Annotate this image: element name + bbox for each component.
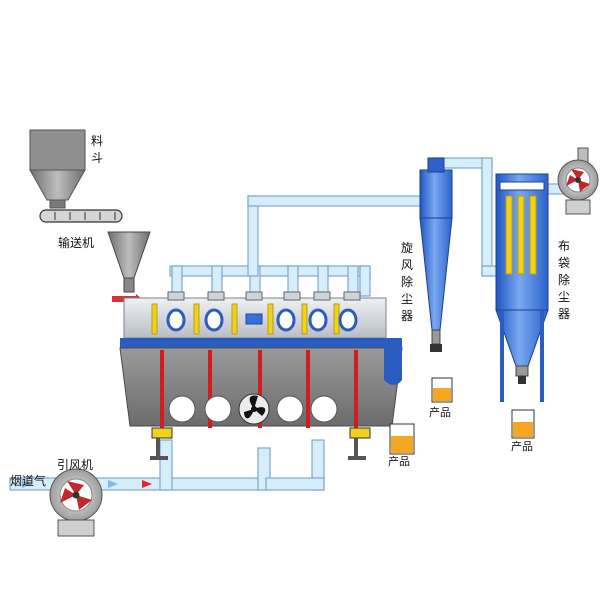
product-container-icon (511, 409, 535, 439)
cyclone-icon (419, 157, 453, 352)
conveyor-label: 输送机 (58, 236, 95, 250)
fan-icon (557, 147, 599, 215)
flow-arrows (22, 480, 152, 488)
induced-fan-label: 引风机 (57, 458, 94, 472)
feed-funnel-icon (107, 231, 151, 304)
dryer-rotor-icon (238, 393, 270, 425)
cyclone-product-label: 产品 (429, 406, 451, 419)
hopper-label: 料斗 (90, 134, 103, 165)
fan-icon (49, 468, 103, 537)
fluid-bed-dryer (119, 291, 403, 460)
conveyor-icon (39, 209, 123, 223)
bag-filter-product-label: 产品 (511, 440, 533, 453)
bag-filter-icon (495, 173, 549, 402)
dryer-product-label: 产品 (388, 455, 410, 468)
cyclone-label: 旋风除尘器 (400, 241, 413, 323)
bag-filter-label: 布袋除尘器 (557, 239, 570, 321)
hopper-icon (29, 129, 86, 209)
product-container-icon (431, 377, 453, 403)
product-container-icon (389, 423, 415, 455)
flue-gas-label: 烟道气 (10, 474, 47, 488)
